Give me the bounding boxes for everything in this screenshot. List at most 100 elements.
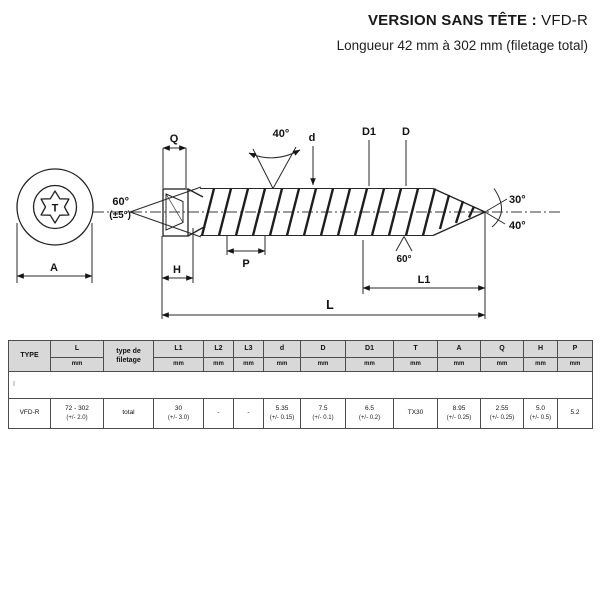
table-unit-row: mm mm mm mm mm mm mm mm mm mm mm mm [9,357,593,372]
cell-q-tolerance: (+/- 0.25) [489,414,515,421]
table-spacer-row: I [8,371,593,399]
torx-recess-icon [40,190,70,224]
dimension-D1: D1 [362,126,376,186]
col-header-d1: D1 [345,340,394,358]
cell-big-d-value: 7.5 [318,405,328,413]
dimension-L: L [161,298,486,318]
head-angle-tolerance: (±5°) [109,210,131,221]
col-header-d: d [263,340,301,358]
threaded-shank [200,187,486,237]
page-subtitle: Longueur 42 mm à 302 mm (filetage total) [336,38,588,53]
unit-d1: mm [345,357,394,372]
cell-l2: - [203,398,234,429]
dim-d1-label: D1 [362,126,376,138]
dim-d-label: d [309,132,316,144]
dim-h-label: H [173,264,181,276]
table-header-row: TYPE L type de filetage L1 L2 L3 d D D1 … [8,340,593,372]
dimension-H: H [161,228,194,319]
dimension-Q: Q [162,133,187,188]
unit-d: mm [263,357,301,372]
cell-type: VFD-R [8,398,51,429]
root-angle-label: 60° [396,254,411,265]
dim-q-label: Q [170,133,179,145]
unit-big-d: mm [300,357,346,372]
torx-label: T [52,203,59,215]
head-angle-label: 60° [112,196,129,208]
cell-d-tolerance: (+/- 0.15) [269,414,295,421]
cell-a: 8.95(+/- 0.25) [437,398,481,429]
dim-l1-label: L1 [418,274,431,286]
screw-side-view: Q 40° d D1 D 30° 40° [129,126,526,319]
col-header-l3: L3 [233,340,264,358]
unit-l3: mm [233,357,264,372]
col-header-l: L [50,340,104,358]
cell-t-value: TX30 [407,409,424,417]
cell-filetage: total [103,398,154,429]
cell-t: TX30 [393,398,438,429]
page-title-code: VFD-R [541,12,588,29]
dimension-D: D [402,126,410,186]
col-header-p: P [557,340,593,358]
cell-q: 2.55(+/- 0.25) [480,398,524,429]
col-header-l2: L2 [203,340,234,358]
table-data-row: VFD-R 72 - 302(+/- 2.0) total 30(+/- 3.0… [8,398,593,429]
cell-l3-value: - [247,409,250,417]
dim-l-label: L [326,298,334,312]
dimension-d: d [309,132,316,186]
head-front-view: T A 60° (±5°) [16,168,131,283]
screw-head [162,188,189,237]
dim-p-label: P [242,258,249,270]
col-header-h: H [523,340,558,358]
cell-d1-tolerance: (+/- 0.2) [358,414,381,421]
cell-l1-tolerance: (+/- 3.0) [167,414,190,421]
dimension-P: P [226,236,266,270]
spacer-cell: I [8,371,593,399]
cell-d1: 6.5(+/- 0.2) [345,398,394,429]
cell-l1: 30(+/- 3.0) [153,398,204,429]
unit-l: mm [50,357,104,372]
unit-p: mm [557,357,593,372]
cell-d-value: 5.35 [275,405,289,413]
col-header-l1: L1 [153,340,204,358]
cell-type-value: VFD-R [19,409,40,417]
unit-q: mm [480,357,524,372]
cell-big-d-tolerance: (+/- 0.1) [312,414,334,421]
unit-l2: mm [203,357,234,372]
cell-p: 5.2 [557,398,593,429]
thread-angle-annotation: 40° [248,128,301,189]
cell-l1-value: 30 [174,405,183,413]
root-angle-annotation: 60° [395,236,413,265]
cell-p-value: 5.2 [570,409,580,417]
spec-table: TYPE L type de filetage L1 L2 L3 d D D1 … [8,340,593,429]
cell-q-value: 2.55 [495,405,509,413]
page-title-separator: : [527,12,542,29]
cell-h-tolerance: (+/- 0.5) [529,414,552,421]
screw-drawing-svg: T A 60° (±5°) [16,126,563,319]
dim-big-d-label: D [402,126,410,138]
cell-big-d: 7.5(+/- 0.1) [300,398,346,429]
dimension-A: A [16,223,93,283]
page-title: VERSION SANS TÊTE : VFD-R [337,12,588,29]
technical-drawing: T A 60° (±5°) [0,105,600,340]
cell-h-value: 5.0 [535,405,546,413]
tip-angle-bottom-label: 40° [509,220,526,232]
cell-d: 5.35(+/- 0.15) [263,398,301,429]
thread-angle-label: 40° [273,128,290,140]
cell-h: 5.0(+/- 0.5) [523,398,558,429]
unit-a: mm [437,357,481,372]
cell-l3: - [233,398,264,429]
dim-a-label: A [50,262,58,274]
tip-angle-annotation: 30° 40° [484,188,526,232]
cell-l-value: 72 - 302 [65,405,89,413]
col-header-filetage: type de filetage [103,340,154,372]
col-header-type: TYPE [8,340,51,372]
col-header-big-d: D [300,340,346,358]
cell-filetage-value: total [122,409,135,417]
unit-l1: mm [153,357,204,372]
cell-l-tolerance: (+/- 2.0) [66,414,88,421]
title-block: VERSION SANS TÊTE : VFD-R Longueur 42 mm… [337,12,588,53]
tip-angle-top-label: 30° [509,194,526,206]
page-title-main: VERSION SANS TÊTE [367,12,528,29]
cell-a-value: 8.95 [452,405,466,413]
cell-l2-value: - [217,409,220,417]
